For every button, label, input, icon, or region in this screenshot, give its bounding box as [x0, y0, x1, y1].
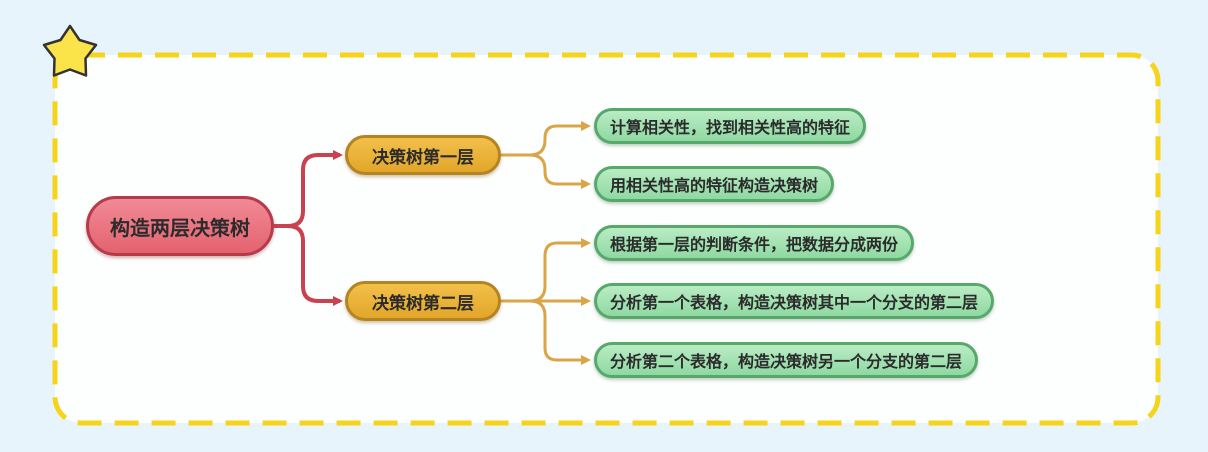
- connector-root-to-second-layer: [274, 224, 343, 306]
- connector-first-layer-to-leaf-2: [501, 153, 591, 189]
- root-node[interactable]: 构造两层决策树: [86, 196, 274, 256]
- leaf-node-first-table[interactable]: 分析第一个表格，构造决策树其中一个分支的第二层: [594, 283, 995, 319]
- first-layer-connector: [501, 121, 591, 189]
- branch-node-first-layer[interactable]: 决策树第一层: [345, 135, 501, 175]
- root-connector: [274, 150, 343, 306]
- connector-first-layer-to-leaf-1: [501, 121, 591, 157]
- second-layer-connector: [501, 238, 591, 365]
- star-icon: [42, 24, 98, 77]
- leaf-node-second-table[interactable]: 分析第二个表格，构造决策树另一个分支的第二层: [594, 342, 979, 378]
- leaf-node-build-tree[interactable]: 用相关性高的特征构造决策树: [594, 166, 835, 202]
- leaf-node-compute-correlation[interactable]: 计算相关性，找到相关性高的特征: [594, 108, 867, 144]
- connector-second-layer-to-leaf-3: [501, 299, 591, 365]
- branch-node-second-layer[interactable]: 决策树第二层: [345, 281, 501, 321]
- leaf-node-split-data[interactable]: 根据第一层的判断条件，把数据分成两份: [594, 225, 915, 261]
